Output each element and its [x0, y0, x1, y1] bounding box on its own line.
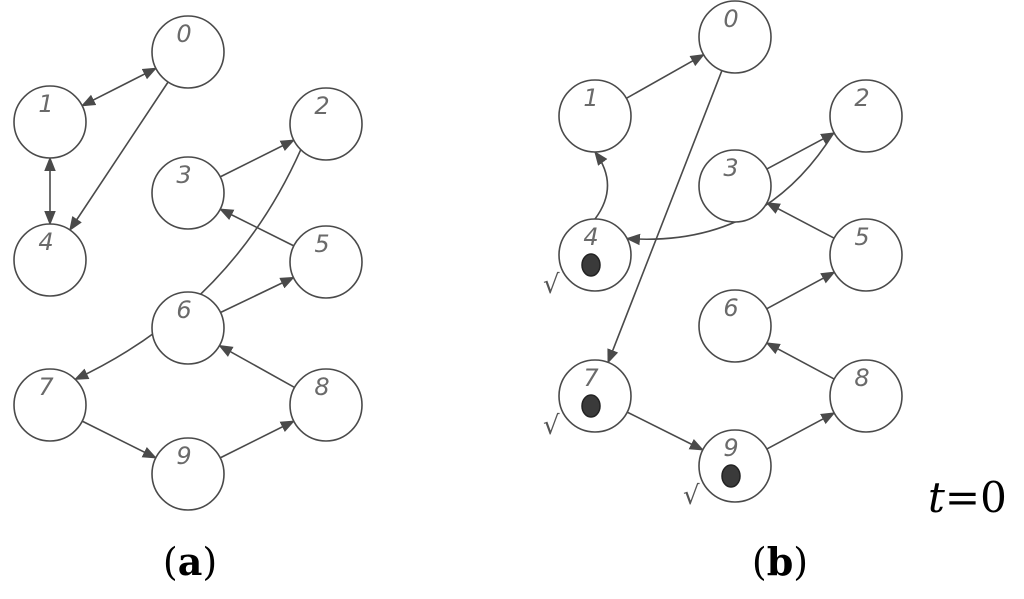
check-mark: √: [543, 270, 560, 300]
node-9: 9√: [683, 429, 772, 511]
node-4: 4: [13, 223, 87, 297]
node-label: 2: [314, 92, 329, 120]
node-2: 2: [289, 87, 363, 161]
node-label: 4: [583, 223, 598, 251]
node-label: 0: [176, 20, 191, 48]
node-circle: [289, 225, 363, 299]
node-3: 3: [698, 149, 772, 223]
edge-7-to-9: [81, 420, 158, 459]
edge-6-to-5: [766, 271, 836, 310]
token-marker: [581, 253, 601, 277]
edge-5-to-3: [218, 208, 295, 247]
check-mark: √: [543, 411, 560, 441]
node-circle: [829, 218, 903, 292]
node-2: 2: [829, 79, 903, 153]
node-label: 3: [723, 154, 738, 182]
node-label: 5: [854, 223, 869, 251]
time-value: 0: [980, 473, 1007, 522]
node-6: 6: [698, 289, 772, 363]
time-eq: =: [945, 473, 980, 522]
node-label: 7: [38, 373, 54, 401]
node-label: 4: [38, 228, 53, 256]
node-0: 0: [151, 15, 225, 89]
node-circle: [13, 85, 87, 159]
node-circle: [13, 368, 87, 442]
node-label: 1: [583, 84, 598, 112]
node-5: 5: [289, 225, 363, 299]
node-circle: [698, 149, 772, 223]
node-0: 0: [698, 0, 772, 74]
edge-2-to-7: [73, 149, 302, 381]
edge-9-to-8: [219, 420, 296, 459]
node-label: 9: [176, 442, 191, 470]
node-7: 7√: [543, 359, 632, 441]
panel-a-letter: a: [178, 539, 203, 584]
panel-a: 0 1 2 3 4 5 6 7 8 9: [13, 15, 363, 511]
node-8: 8: [289, 368, 363, 442]
node-label: 7: [583, 364, 599, 392]
time-var: t: [928, 473, 945, 522]
edge-3-to-2: [219, 139, 296, 178]
node-circle: [558, 79, 632, 153]
panel-a-label: (a): [163, 539, 217, 584]
node-circle: [289, 368, 363, 442]
node-9: 9: [151, 437, 225, 511]
edge-0-to-7: [607, 70, 723, 364]
edge-4-to-1: [594, 150, 609, 220]
check-mark: √: [683, 481, 700, 511]
node-1: 1: [13, 85, 87, 159]
edge-6-to-5: [220, 276, 295, 314]
edge-9-to-8: [766, 412, 836, 450]
node-circle: [151, 437, 225, 511]
node-circle: [151, 291, 225, 365]
node-circle: [151, 15, 225, 89]
node-circle: [829, 79, 903, 153]
edge-7-to-9: [626, 411, 705, 451]
node-3: 3: [151, 156, 225, 230]
token-marker: [721, 464, 741, 488]
edge-1-to-0: [625, 53, 705, 100]
node-label: 6: [723, 294, 738, 322]
edge-5-to-3: [765, 202, 835, 239]
edge-3-to-2: [766, 132, 836, 170]
time-label: t=0: [928, 473, 1007, 522]
node-label: 5: [314, 230, 329, 258]
node-label: 3: [176, 161, 191, 189]
node-7: 7: [13, 368, 87, 442]
node-circle: [698, 0, 772, 74]
panel-b-letter: b: [767, 539, 794, 584]
node-label: 0: [723, 5, 738, 33]
token-marker: [581, 394, 601, 418]
node-8: 8: [829, 359, 903, 433]
node-5: 5: [829, 218, 903, 292]
node-circle: [829, 359, 903, 433]
edge-0-to-4: [69, 81, 169, 232]
edge-8-to-6: [218, 344, 295, 389]
node-label: 9: [723, 434, 738, 462]
node-circle: [13, 223, 87, 297]
node-label: 8: [314, 373, 329, 401]
node-label: 6: [176, 296, 191, 324]
node-circle: [698, 289, 772, 363]
node-6: 6: [151, 291, 225, 365]
node-circle: [151, 156, 225, 230]
panel-b-label: (b): [752, 539, 808, 584]
edge-8-to-6: [765, 342, 835, 380]
edge-1-to-0: [80, 67, 158, 107]
node-4: 4√: [543, 218, 632, 300]
node-label: 1: [38, 90, 53, 118]
node-label: 2: [854, 84, 869, 112]
node-label: 8: [854, 364, 869, 392]
node-circle: [289, 87, 363, 161]
node-1: 1: [558, 79, 632, 153]
